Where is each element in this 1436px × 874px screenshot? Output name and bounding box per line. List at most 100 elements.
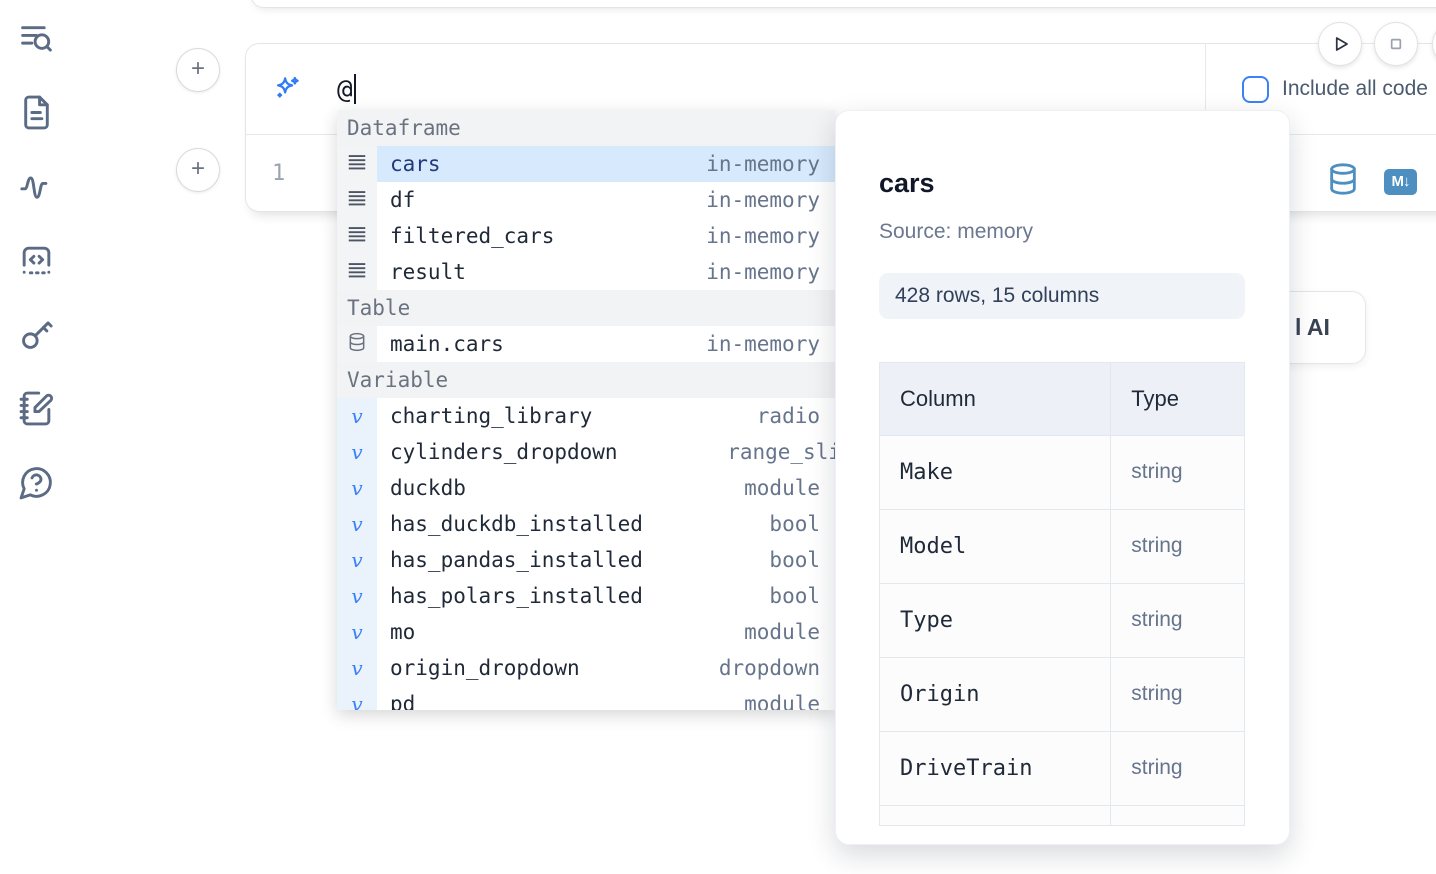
notebook-pen-icon[interactable]	[18, 390, 55, 427]
autocomplete-item[interactable]: filtered_cars in-memory	[337, 218, 835, 254]
schema-row: Origin string	[880, 656, 1244, 731]
item-type: bool	[769, 548, 820, 572]
schema-col-header: Column	[880, 363, 1112, 435]
variable-icon: v	[337, 650, 377, 686]
column-name: Type	[900, 607, 953, 633]
item-type: bool	[769, 584, 820, 608]
schema-row: DriveTrain string	[880, 730, 1244, 805]
schema-row: Model string	[880, 508, 1244, 583]
item-name: cylinders_dropdown	[390, 440, 618, 464]
item-name: has_polars_installed	[390, 584, 643, 608]
variable-icon: v	[337, 506, 377, 542]
item-type: in-memory	[706, 224, 820, 248]
column-type: string	[1131, 756, 1183, 779]
schema-row	[880, 804, 1244, 825]
ai-prompt-options: Include all code	[1205, 44, 1436, 134]
item-type: dropdown	[718, 656, 820, 680]
item-name: origin_dropdown	[390, 656, 580, 680]
add-cell-below-button[interactable]: +	[176, 148, 220, 192]
markdown-icon[interactable]: M↓	[1384, 168, 1417, 195]
column-type: string	[1131, 534, 1183, 557]
line-number: 1	[272, 161, 286, 186]
variable-icon: v	[337, 470, 377, 506]
variable-icon: v	[337, 614, 377, 650]
autocomplete-item[interactable]: cars in-memory	[337, 146, 835, 182]
item-name: charting_library	[390, 404, 593, 428]
preview-source: Source: memory	[879, 220, 1034, 243]
add-cell-above-button[interactable]: +	[176, 48, 220, 92]
column-name: DriveTrain	[900, 755, 1033, 781]
shape-badge: 428 rows, 15 columns	[879, 273, 1245, 319]
item-type: in-memory	[706, 332, 820, 356]
item-name: main.cars	[390, 332, 504, 356]
sparkles-ai-icon	[272, 74, 302, 104]
dataframe-rows-icon	[337, 146, 377, 182]
variable-icon: v	[337, 542, 377, 578]
help-chat-icon[interactable]	[18, 464, 55, 501]
dataframe-rows-icon	[337, 254, 377, 290]
autocomplete-item[interactable]: v origin_dropdown dropdown	[337, 650, 835, 686]
dataframe-rows-icon	[337, 182, 377, 218]
item-name: df	[390, 188, 416, 212]
variable-icon: v	[337, 686, 377, 710]
item-name: cars	[390, 152, 441, 176]
column-name: Origin	[900, 681, 980, 707]
item-type: bool	[769, 512, 820, 536]
column-type: string	[1131, 460, 1183, 483]
item-name: mo	[390, 620, 416, 644]
ai-button-label: l AI	[1295, 314, 1330, 340]
play-icon	[1335, 37, 1348, 51]
item-name: pd	[390, 692, 416, 710]
run-cell-button[interactable]	[1318, 22, 1362, 66]
dataframe-rows-icon	[337, 218, 377, 254]
list-search-icon[interactable]	[18, 20, 55, 57]
include-all-code-checkbox[interactable]	[1242, 75, 1269, 103]
cell-actions: M↓	[1326, 162, 1417, 201]
autocomplete-item[interactable]: v has_duckdb_installed bool	[337, 506, 835, 542]
autocomplete-item[interactable]: v cylinders_dropdown range_sli	[337, 434, 835, 470]
item-name: has_duckdb_installed	[390, 512, 643, 536]
item-type: range_sli	[727, 440, 835, 464]
file-icon[interactable]	[18, 94, 55, 131]
datasource-icon[interactable]	[1326, 162, 1360, 201]
autocomplete-section-header: Variable	[337, 362, 835, 398]
column-name: Model	[900, 533, 967, 559]
schema-row: Make string	[880, 434, 1244, 509]
ai-prompt-row[interactable]: @ Include all code	[246, 44, 1436, 134]
autocomplete-item[interactable]: main.cars in-memory	[337, 326, 835, 362]
left-sidebar	[0, 0, 72, 874]
dataframe-preview-panel: cars Source: memory 428 rows, 15 columns…	[835, 110, 1290, 845]
schema-type-header: Type	[1110, 363, 1244, 435]
activity-wave-icon[interactable]	[18, 168, 55, 205]
ai-prompt-input[interactable]: @	[337, 73, 356, 105]
column-type: string	[1131, 682, 1183, 705]
item-type: module	[744, 620, 820, 644]
text-caret	[353, 73, 356, 104]
schema-row: Type string	[880, 582, 1244, 657]
autocomplete-section-header: Table	[337, 290, 835, 326]
autocomplete-section-header: Dataframe	[337, 110, 835, 146]
column-name: Make	[900, 459, 953, 485]
database-icon	[337, 326, 377, 362]
code-snippet-icon[interactable]	[18, 242, 55, 279]
variable-icon: v	[337, 434, 377, 470]
previous-cell-edge	[250, 0, 1436, 8]
item-type: module	[744, 476, 820, 500]
item-type: in-memory	[706, 152, 820, 176]
column-type: string	[1131, 608, 1183, 631]
item-name: result	[390, 260, 466, 284]
stop-cell-button[interactable]	[1374, 22, 1418, 66]
item-name: filtered_cars	[390, 224, 555, 248]
variable-icon: v	[337, 398, 377, 434]
key-icon[interactable]	[18, 316, 55, 353]
